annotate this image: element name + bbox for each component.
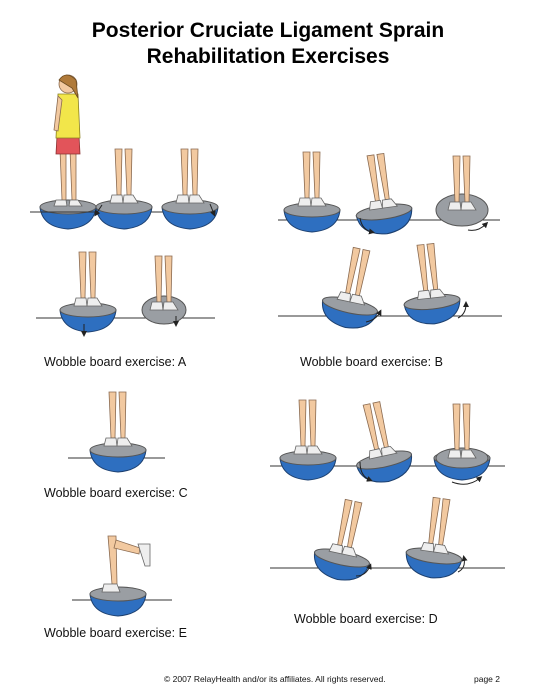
wobble-board-d2 bbox=[345, 397, 416, 487]
standing-woman-figure bbox=[39, 74, 97, 230]
wobble-board-d3 bbox=[433, 403, 491, 481]
wobble-board-a3 bbox=[162, 149, 218, 229]
wobble-board-a5 bbox=[141, 255, 187, 325]
caption-exercise-a: Wobble board exercise: A bbox=[44, 355, 187, 369]
wobble-board-c bbox=[90, 392, 146, 472]
wobble-board-b3 bbox=[435, 155, 489, 227]
wobble-board-d4 bbox=[310, 495, 381, 585]
page-title-line1: Posterior Cruciate Ligament Sprain bbox=[91, 19, 445, 42]
page-number: page 2 bbox=[474, 674, 500, 684]
wobble-board-b4 bbox=[318, 243, 389, 333]
caption-exercise-c: Wobble board exercise: C bbox=[44, 486, 188, 500]
wobble-board-d1 bbox=[280, 400, 336, 480]
caption-exercise-e: Wobble board exercise: E bbox=[44, 626, 187, 640]
page-title-line2: Rehabilitation Exercises bbox=[146, 45, 390, 68]
wobble-board-a2 bbox=[96, 149, 152, 229]
caption-exercise-b: Wobble board exercise: B bbox=[300, 355, 443, 369]
wobble-board-b2 bbox=[348, 151, 415, 238]
wobble-board-d5 bbox=[403, 495, 470, 582]
single-leg-figure bbox=[89, 535, 151, 617]
caption-exercise-d: Wobble board exercise: D bbox=[294, 612, 438, 626]
wobble-board-a4 bbox=[60, 252, 116, 332]
copyright-notice: © 2007 RelayHealth and/or its affiliates… bbox=[164, 674, 386, 684]
wobble-board-b1 bbox=[284, 152, 340, 232]
wobble-board-b5 bbox=[398, 241, 462, 326]
